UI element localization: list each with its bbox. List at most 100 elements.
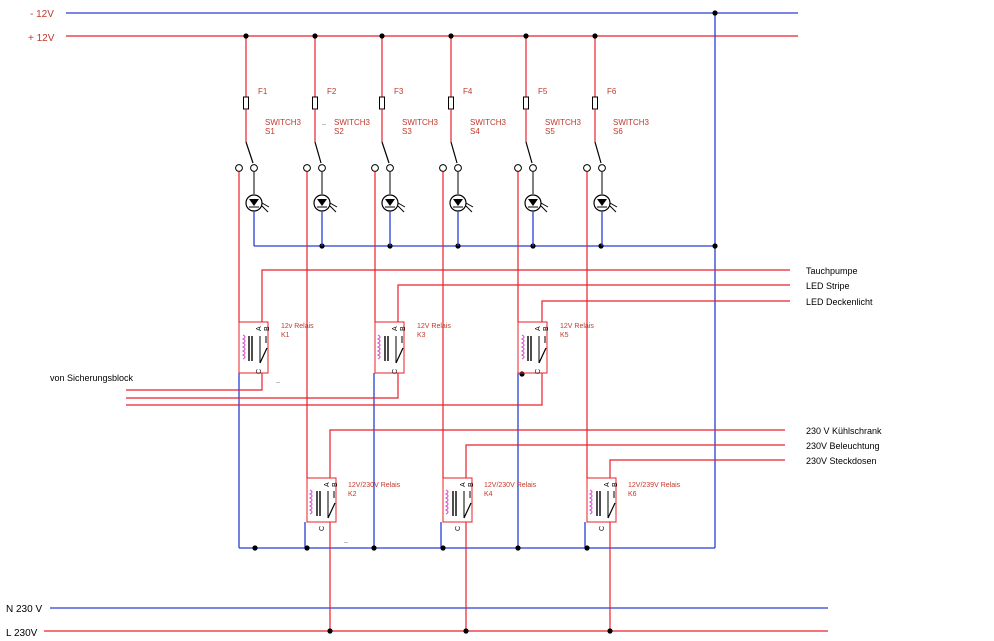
switch-id-1: S1 [265, 127, 275, 136]
output-label-beleuchtung: 230V Beleuchtung [806, 441, 880, 451]
relay-pin-c: C [599, 526, 606, 531]
output-wires-230v [329, 429, 785, 478]
lamp-icon [593, 194, 618, 213]
output-label-steckdosen: 230V Steckdosen [806, 456, 877, 466]
fuse-symbol [243, 96, 249, 110]
fuse-symbol [523, 96, 529, 110]
fuse-symbol [312, 96, 318, 110]
fuse-label-4: F4 [463, 87, 473, 96]
relay-pin-b: B [400, 326, 407, 331]
output-label-led-deckenlicht: LED Deckenlicht [806, 297, 873, 307]
lamp-icon [524, 194, 549, 213]
switch-contact [250, 164, 258, 172]
relay-pin-a: A [324, 482, 331, 487]
lamp-icon [313, 194, 338, 213]
relay-pin-b: B [543, 326, 550, 331]
switch-type-4: SWITCH3 [470, 118, 507, 127]
switch-id-3: S3 [402, 127, 412, 136]
lamp-icon [381, 194, 406, 213]
switch-id-2: S2 [334, 127, 344, 136]
switch-blade [381, 141, 390, 164]
bus-junction-dots [252, 10, 718, 551]
switch-type-6: SWITCH3 [613, 118, 650, 127]
switch-id-6: S6 [613, 127, 623, 136]
relay-id-k5: K5 [560, 332, 569, 339]
lamp-icon [449, 194, 474, 213]
relay-pin-b: B [468, 482, 475, 487]
relay-k5 [517, 321, 548, 374]
input-label: von Sicherungsblock [50, 373, 134, 383]
relay-label-k4: 12V/230V Relais [484, 482, 537, 489]
switch-blade [314, 141, 322, 164]
fuse-label-6: F6 [607, 87, 617, 96]
channel-6 [583, 33, 618, 478]
switch-contact [371, 164, 379, 172]
switch-blade [525, 141, 533, 164]
switch-contact [386, 164, 394, 172]
switch-contact [529, 164, 537, 172]
relay-id-k3: K3 [417, 332, 426, 339]
switch-contact [303, 164, 311, 172]
switch-type-2: SWITCH3 [334, 118, 371, 127]
relay-pin-c: C [319, 526, 326, 531]
switch-blade [450, 141, 458, 164]
fuse-label-3: F3 [394, 87, 404, 96]
relay-pin-a: A [392, 326, 399, 331]
relay-pin-a: A [256, 326, 263, 331]
relay-k1 [238, 321, 269, 374]
relay-label-k5: 12V Relais [560, 323, 594, 330]
lamp-icon [245, 194, 270, 213]
switch-contact [235, 164, 243, 172]
relay-pin-a: A [460, 482, 467, 487]
output-label-tauchpumpe: Tauchpumpe [806, 266, 858, 276]
fuse-label-5: F5 [538, 87, 548, 96]
relay-id-k2: K2 [348, 491, 357, 498]
rail-label-l230: L 230V [6, 628, 38, 639]
relay-pin-c: C [256, 369, 263, 374]
fuse-label-1: F1 [258, 87, 268, 96]
switch-type-5: SWITCH3 [545, 118, 582, 127]
relay-label-k6: 12V/239V Relais [628, 482, 681, 489]
switch-type-3: SWITCH3 [402, 118, 439, 127]
output-wires-12v [261, 269, 790, 322]
output-label-led-stripe: LED Stripe [806, 281, 850, 291]
switch-contact [318, 164, 326, 172]
switch-contact [454, 164, 462, 172]
switch-contact [598, 164, 606, 172]
input-wires [126, 373, 543, 406]
relay-pin-b: B [612, 482, 619, 487]
rail-label-minus12: - 12V [30, 9, 54, 20]
switch-blade [594, 141, 602, 164]
relay-label-k2: 12V/230V Relais [348, 482, 401, 489]
stray-mark-1: .. [322, 120, 326, 127]
relay-pin-c: C [455, 526, 462, 531]
relay-k3 [374, 321, 405, 374]
stray-mark-3: .. [344, 538, 348, 545]
fuse-label-2: F2 [327, 87, 337, 96]
channel-2 [303, 33, 338, 478]
rail-label-n230: N 230 V [6, 604, 42, 615]
channel-1 [235, 33, 270, 322]
ground-return-bus [238, 13, 716, 549]
channel-3 [371, 33, 406, 322]
fuse-symbol [592, 96, 598, 110]
switch-type-1: SWITCH3 [265, 118, 302, 127]
switch-contact [439, 164, 447, 172]
relay-pin-a: A [535, 326, 542, 331]
channel-4 [439, 33, 474, 478]
fuse-symbol [379, 96, 385, 110]
relay-id-k6: K6 [628, 491, 637, 498]
stray-mark-2: .. [276, 378, 280, 385]
relay-id-k4: K4 [484, 491, 493, 498]
output-label-kuehlschrank: 230 V Kühlschrank [806, 426, 882, 436]
fuse-symbol [448, 96, 454, 110]
relay-pin-a: A [604, 482, 611, 487]
switch-blade [245, 141, 254, 164]
relay-pin-b: B [264, 326, 271, 331]
relay-k6 [586, 477, 617, 634]
relay-k2 [306, 477, 337, 634]
relay-label-k1: 12v Relais [281, 323, 314, 330]
relay-pin-b: B [332, 482, 339, 487]
relay-label-k3: 12V Relais [417, 323, 451, 330]
